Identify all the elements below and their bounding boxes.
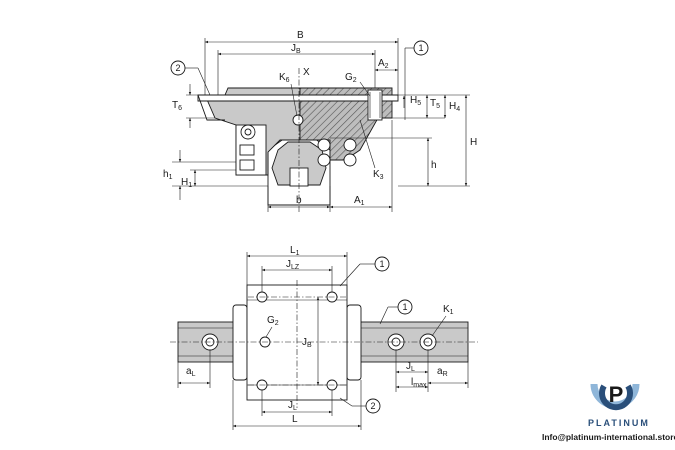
label-K6: K6 xyxy=(279,72,290,84)
svg-text:1: 1 xyxy=(402,302,407,312)
platinum-logo: P xyxy=(590,382,640,411)
label-H: H xyxy=(470,137,477,148)
svg-text:2: 2 xyxy=(175,63,180,73)
label-L1: L1 xyxy=(290,245,300,257)
label-H5: H5 xyxy=(410,95,421,107)
svg-text:1: 1 xyxy=(379,259,384,269)
label-aR: aR xyxy=(437,366,448,378)
logo-letter: P xyxy=(609,382,624,407)
callout-1-bottom-b xyxy=(397,299,413,315)
label-X: X xyxy=(303,67,310,78)
lube-nipple xyxy=(240,124,256,140)
carriage-flange xyxy=(197,94,399,102)
ball-elements xyxy=(317,138,357,167)
label-T6: T6 xyxy=(172,100,182,112)
callout-2-bottom xyxy=(365,398,381,414)
label-JL: JL xyxy=(288,400,297,412)
callout-1-bottom-a xyxy=(374,256,390,272)
logo-swoosh-dark xyxy=(599,384,633,411)
label-JB-plan: JB xyxy=(302,337,312,349)
label-h: h xyxy=(431,160,437,171)
label-H1: H1 xyxy=(181,177,192,189)
label-L: L xyxy=(292,414,298,425)
thread-hole-right xyxy=(367,89,383,121)
logo-email: Info@platinum-international.store xyxy=(542,432,675,442)
label-G2: G2 xyxy=(345,72,357,84)
label-A1: A1 xyxy=(354,195,365,207)
label-B: B xyxy=(297,30,304,41)
label-JL-small: JL xyxy=(406,361,415,373)
cross-section-view: B JB A2 1 2 K6 X G2 T6 H5 xyxy=(163,30,477,212)
label-h1: h1 xyxy=(163,169,173,181)
callout-2-top xyxy=(170,60,186,76)
label-lmax: lmax xyxy=(411,377,427,389)
label-JB: JB xyxy=(291,43,301,55)
label-G2-plan: G2 xyxy=(267,315,279,327)
label-JLZ: JLZ xyxy=(286,259,300,271)
end-seal-right xyxy=(346,304,362,381)
label-H4: H4 xyxy=(449,101,460,113)
flange-edge-left xyxy=(197,94,225,121)
label-K1: K1 xyxy=(443,304,454,316)
label-aL: aL xyxy=(186,366,196,378)
label-K3: K3 xyxy=(373,169,384,181)
logo-brand-name: PLATINUM xyxy=(588,418,650,428)
label-A2: A2 xyxy=(378,58,389,70)
label-b: b xyxy=(296,195,302,206)
label-T5: T5 xyxy=(430,98,440,110)
lube-port-k6 xyxy=(292,114,304,126)
svg-text:1: 1 xyxy=(418,43,423,53)
callout-1-top xyxy=(413,40,429,56)
end-seal-left xyxy=(232,304,248,381)
plan-view: L1 JLZ 1 1 2 G2 JB K1 aL xyxy=(170,245,478,430)
svg-text:2: 2 xyxy=(370,401,375,411)
